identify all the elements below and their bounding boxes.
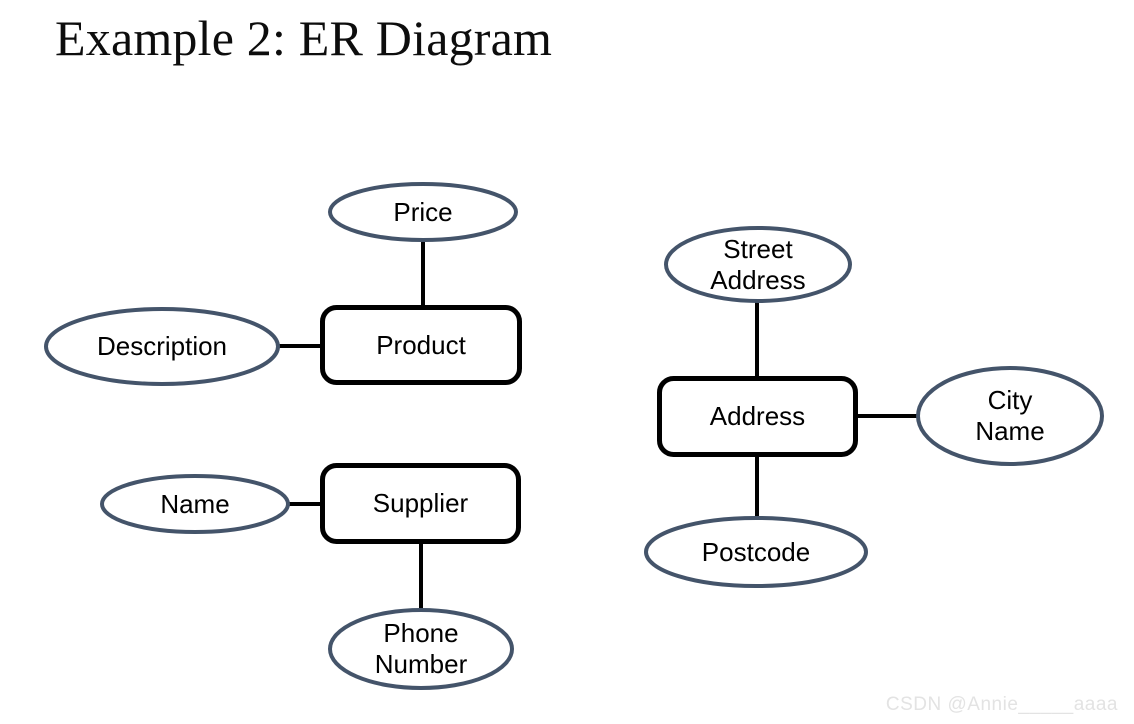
attribute-shape-street-address[interactable] [664,226,852,303]
connectors-layer [278,242,920,612]
watermark-text: CSDN @Annie_____aaaa [885,694,1118,715]
attribute-shape-postcode[interactable] [644,516,868,588]
attribute-shape-city-name[interactable] [916,366,1104,466]
attributes-layer [44,182,1104,690]
attribute-shape-price[interactable] [328,182,518,242]
page-title: Example 2: ER Diagram [55,10,553,66]
entity-shape-supplier[interactable] [320,463,521,544]
entity-shape-address[interactable] [657,376,858,457]
attribute-shape-phone-number[interactable] [328,608,514,690]
entity-shape-product[interactable] [320,305,522,385]
attribute-shape-name[interactable] [100,474,290,534]
attribute-shape-description[interactable] [44,307,280,386]
entities-layer [320,305,858,544]
